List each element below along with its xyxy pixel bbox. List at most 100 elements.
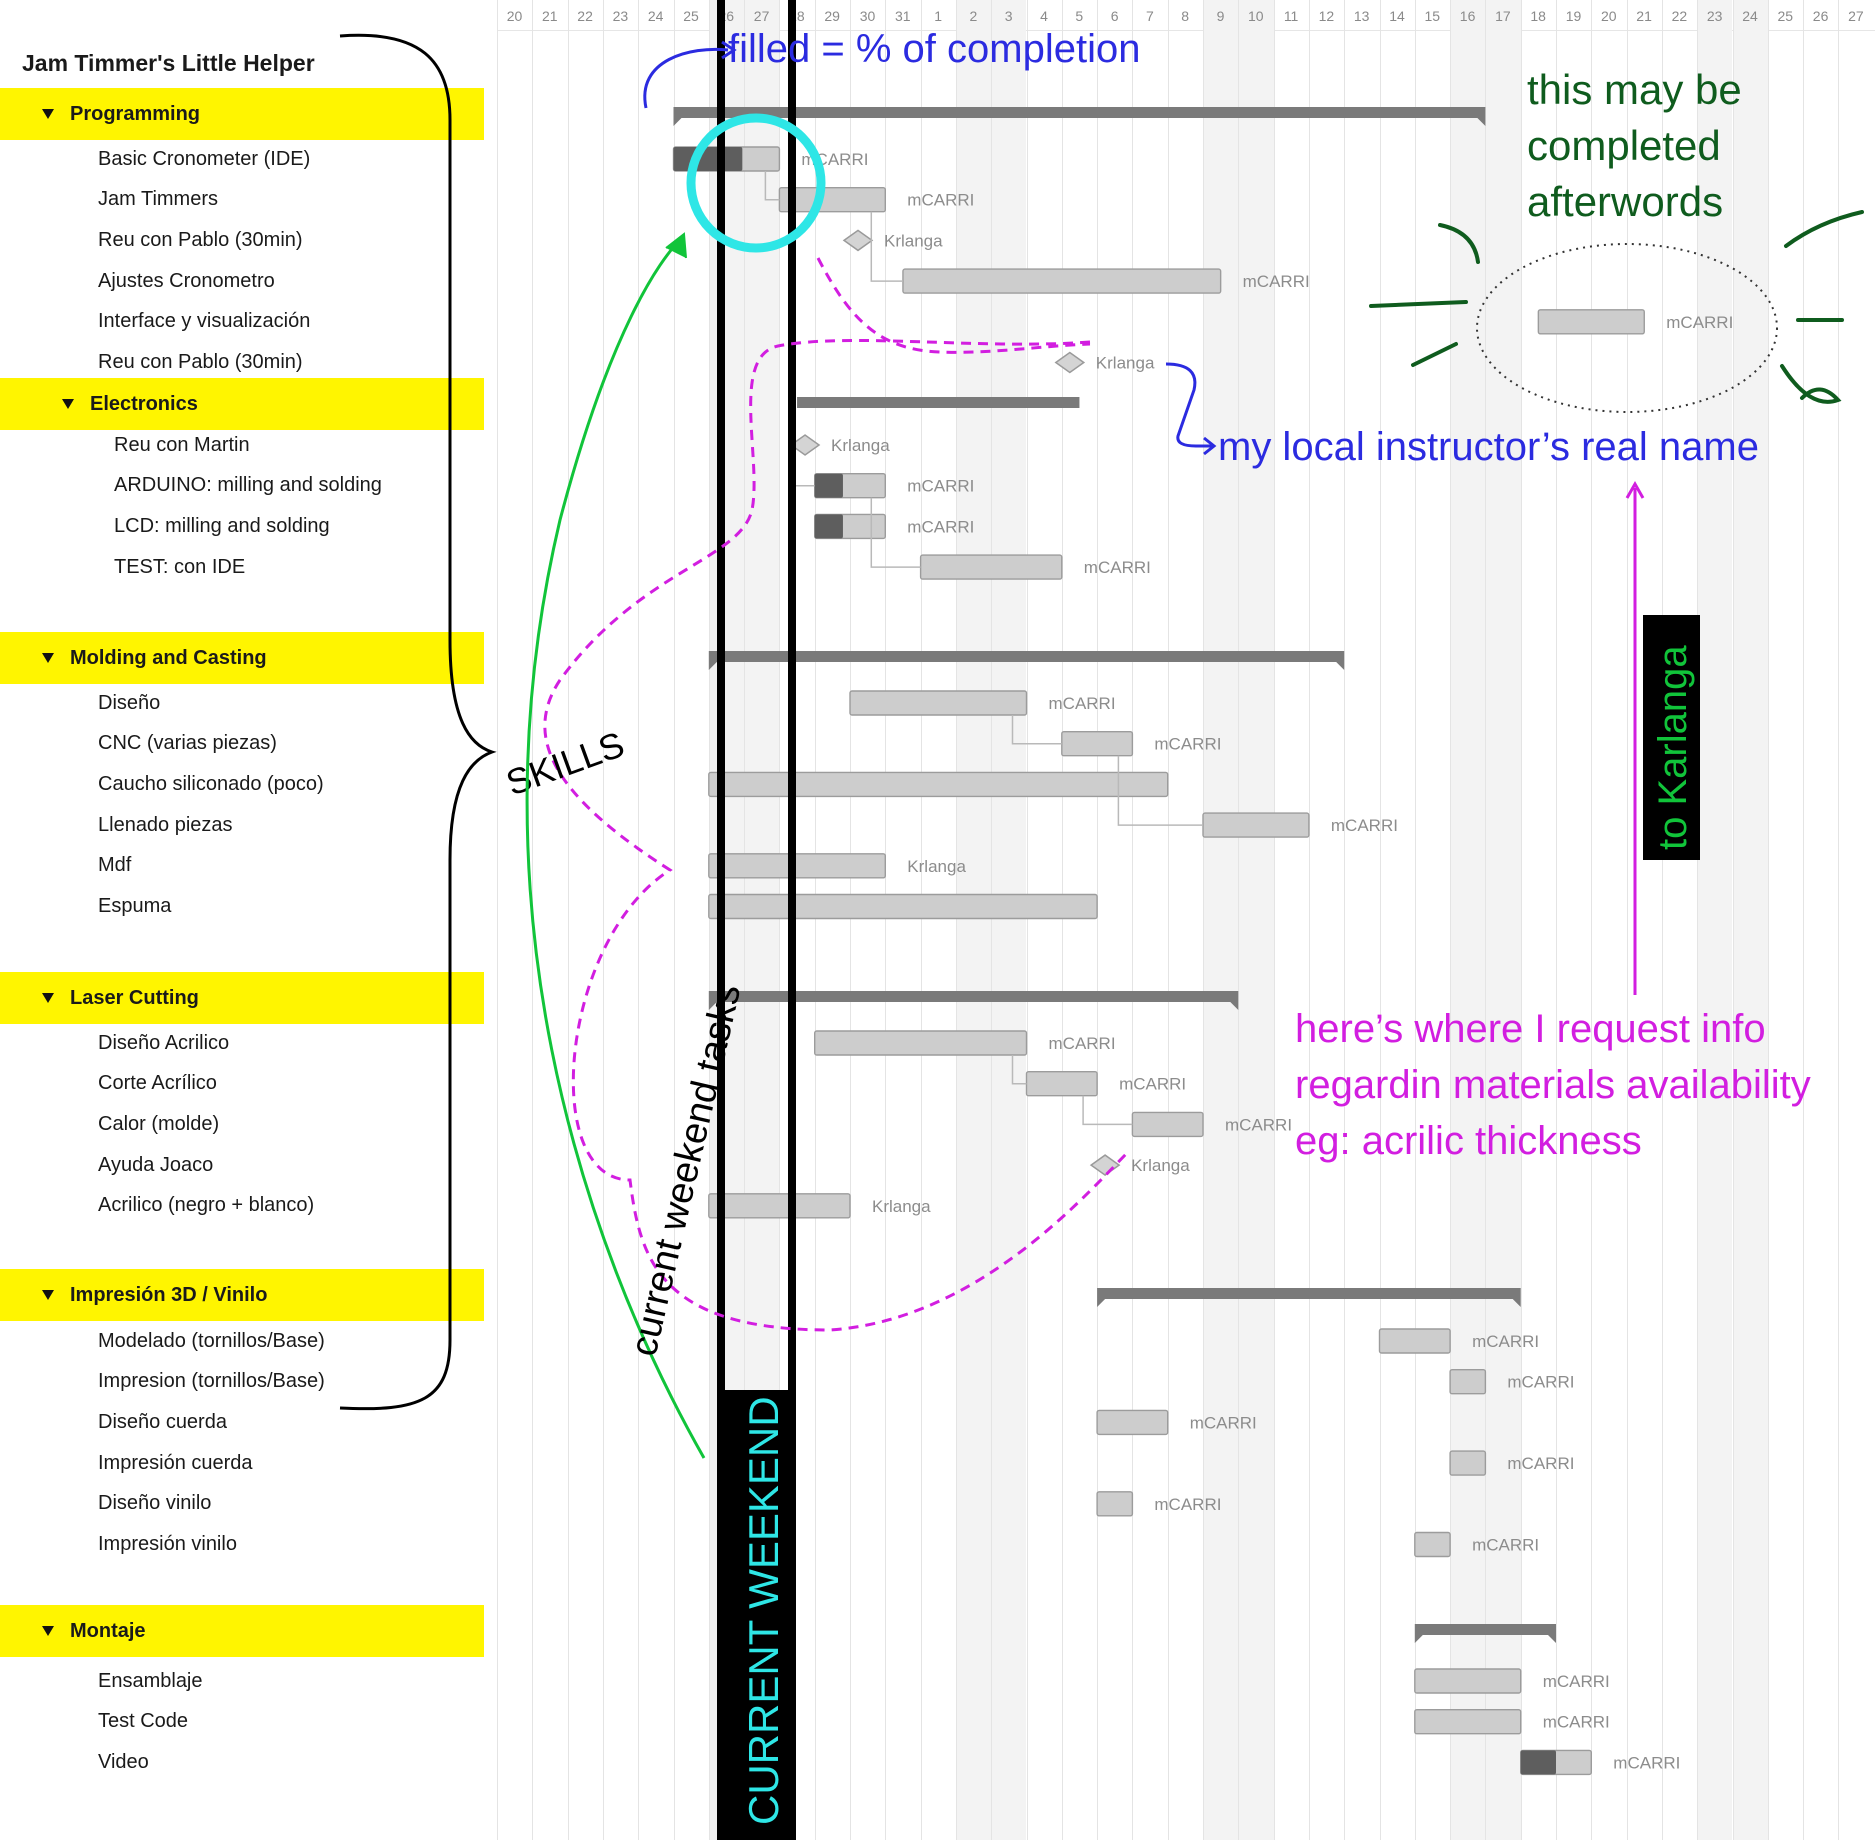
day-label: 24 [647, 8, 664, 24]
task-row[interactable]: Mdf [0, 846, 484, 886]
group-row[interactable]: Programming [0, 88, 484, 140]
group-row[interactable]: Laser Cutting [0, 972, 484, 1024]
task-row[interactable]: Modelado (tornillos/Base) [0, 1321, 484, 1361]
task-bar[interactable] [849, 690, 1028, 716]
group-row[interactable]: Montaje [0, 1605, 484, 1657]
task-label: Video [98, 1750, 149, 1773]
group-row[interactable]: Impresión 3D / Vinilo [0, 1269, 484, 1321]
task-row[interactable]: Calor (molde) [0, 1104, 484, 1144]
task-row[interactable]: Llenado piezas [0, 805, 484, 845]
group-row[interactable]: Electronics [0, 378, 484, 430]
collapse-caret-icon[interactable] [42, 1626, 54, 1636]
task-row[interactable]: CNC (varias piezas) [0, 724, 484, 764]
task-bar[interactable] [1414, 1668, 1522, 1694]
summary-bar[interactable] [673, 107, 1486, 118]
task-label: Diseño cuerda [98, 1410, 227, 1433]
summary-bar[interactable] [1414, 1624, 1556, 1635]
task-bar[interactable] [1131, 1111, 1204, 1138]
collapse-caret-icon[interactable] [62, 399, 74, 409]
task-bar[interactable] [814, 473, 887, 499]
task-row[interactable]: TEST: con IDE [0, 547, 484, 587]
day-column [1591, 0, 1626, 1840]
day-label: 8 [1181, 8, 1190, 24]
task-row[interactable]: LCD: milling and solding [0, 506, 484, 546]
task-bar[interactable] [1025, 1070, 1098, 1097]
group-row[interactable]: Molding and Casting [0, 632, 484, 684]
summary-bar[interactable] [708, 651, 1345, 662]
task-row[interactable]: Impresión cuerda [0, 1443, 484, 1483]
task-label: ARDUINO: milling and solding [114, 474, 382, 497]
summary-bar[interactable] [708, 991, 1239, 1002]
summary-bar[interactable] [1097, 1288, 1521, 1299]
task-row[interactable]: Video [0, 1742, 484, 1782]
task-bar[interactable] [902, 268, 1222, 294]
day-label: 7 [1145, 8, 1154, 24]
day-column [1767, 0, 1803, 1840]
task-row[interactable]: Ajustes Cronometro [0, 261, 484, 301]
task-bar[interactable] [1519, 1749, 1592, 1776]
day-column [532, 0, 567, 1840]
task-row[interactable]: Impresión vinilo [0, 1525, 484, 1565]
task-label: Caucho siliconado (poco) [98, 772, 324, 795]
day-column [1308, 0, 1344, 1840]
task-row[interactable]: Espuma [0, 887, 484, 927]
day-column [497, 0, 532, 1840]
collapse-caret-icon[interactable] [42, 653, 54, 663]
task-bar[interactable] [1414, 1708, 1522, 1735]
day-label: 2 [969, 8, 978, 24]
task-row[interactable]: Diseño cuerda [0, 1402, 484, 1442]
task-row[interactable]: Diseño Acrilico [0, 1023, 484, 1063]
task-bar[interactable] [814, 1030, 1028, 1056]
task-bar[interactable] [778, 186, 887, 213]
day-column [673, 0, 709, 1840]
day-label: 20 [506, 8, 523, 24]
task-row[interactable]: Diseño [0, 683, 484, 723]
task-bar[interactable] [814, 513, 887, 540]
collapse-caret-icon[interactable] [42, 1290, 54, 1300]
task-bar[interactable] [1096, 1409, 1169, 1436]
day-column [1838, 0, 1873, 1840]
task-bar[interactable] [672, 146, 781, 172]
task-bar[interactable] [1378, 1328, 1451, 1354]
task-row[interactable]: ARDUINO: milling and solding [0, 466, 484, 506]
day-label: 22 [1671, 8, 1688, 24]
collapse-caret-icon[interactable] [42, 993, 54, 1003]
task-row[interactable]: Test Code [0, 1702, 484, 1742]
task-row[interactable]: Ensamblaje [0, 1661, 484, 1701]
task-row[interactable]: Ayuda Joaco [0, 1145, 484, 1185]
task-row[interactable]: Jam Timmers [0, 180, 484, 220]
task-label: Diseño Acrilico [98, 1031, 230, 1054]
task-bar[interactable] [919, 554, 1063, 580]
task-row[interactable]: Reu con Pablo (30min) [0, 343, 484, 383]
group-label: Impresión 3D / Vinilo [70, 1283, 268, 1306]
task-bar[interactable] [708, 771, 1169, 798]
task-bar[interactable] [708, 893, 1098, 920]
task-row[interactable]: Caucho siliconado (poco) [0, 764, 484, 804]
task-bar[interactable] [1449, 1368, 1487, 1395]
task-row[interactable]: Basic Cronometer (IDE) [0, 139, 484, 179]
task-bar[interactable] [708, 1193, 851, 1219]
task-label: LCD: milling and solding [114, 514, 330, 537]
task-row[interactable]: Impresion (tornillos/Base) [0, 1362, 484, 1402]
task-row[interactable]: Diseño vinilo [0, 1484, 484, 1524]
day-column [814, 0, 850, 1840]
collapse-caret-icon[interactable] [42, 109, 54, 119]
task-label: TEST: con IDE [114, 555, 246, 578]
summary-bar[interactable] [797, 397, 1080, 408]
task-row[interactable]: Reu con Pablo (30min) [0, 220, 484, 260]
task-bar[interactable] [708, 853, 886, 879]
day-column [1556, 0, 1591, 1840]
task-bar[interactable] [1061, 731, 1134, 757]
day-column [1203, 0, 1239, 1840]
task-bar[interactable] [1449, 1450, 1487, 1476]
task-bar[interactable] [1096, 1491, 1134, 1517]
task-bar[interactable] [1202, 812, 1310, 838]
task-row[interactable]: Reu con Martin [0, 425, 484, 465]
day-label: 21 [1636, 8, 1652, 24]
task-row[interactable]: Interface y visualización [0, 302, 484, 342]
day-label: 4 [1040, 8, 1048, 24]
task-bar[interactable] [1414, 1531, 1451, 1558]
task-row[interactable]: Corte Acrílico [0, 1064, 484, 1104]
task-bar[interactable] [1537, 309, 1645, 335]
task-row[interactable]: Acrilico (negro + blanco) [0, 1186, 484, 1226]
